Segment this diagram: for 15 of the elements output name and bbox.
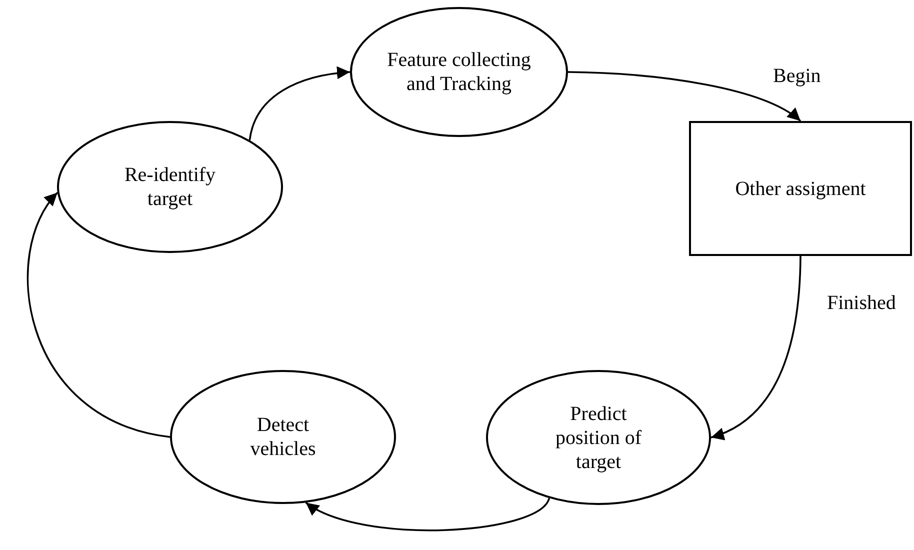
process-box [689,121,912,256]
node-label: Other assigment [734,176,867,200]
arrow [248,66,350,140]
process-ellipse [57,121,283,253]
node-label: Feature collecting and Tracking [386,48,532,96]
process-ellipse [486,370,711,505]
process-ellipse [350,7,568,137]
node-label: Detect vehicles [249,413,317,461]
arrow [568,71,802,122]
node-label: Predict position of target [554,402,643,474]
process-ellipse [170,370,396,504]
node-label: Re-identify target [123,163,217,211]
arrow [710,256,802,440]
arrow [26,192,170,438]
arrow [305,498,550,532]
